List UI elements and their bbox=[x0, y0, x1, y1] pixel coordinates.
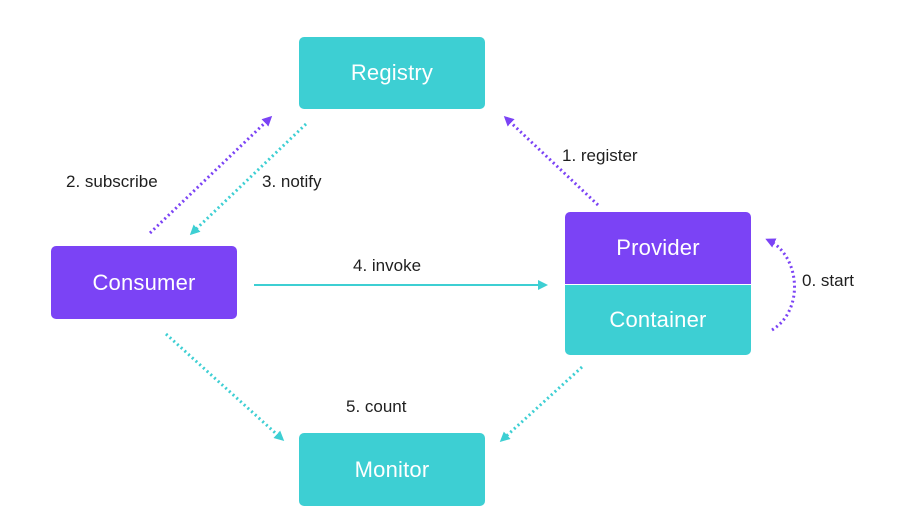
container-label: Container bbox=[609, 307, 707, 332]
start-arrow bbox=[765, 238, 796, 332]
monitor-node: Monitor bbox=[299, 433, 485, 506]
notify-arrow bbox=[189, 122, 308, 236]
register-edge-label: 1. register bbox=[562, 146, 638, 165]
start-edge-label: 0. start bbox=[802, 271, 854, 290]
provider-count-arrow bbox=[499, 365, 584, 443]
invoke-edge-label: 4. invoke bbox=[353, 256, 422, 275]
count-edge-label: 5. count bbox=[346, 397, 407, 416]
notify-edge-label: 3. notify bbox=[262, 172, 322, 191]
provider-node: Provider bbox=[565, 212, 751, 284]
container-node: Container bbox=[565, 285, 751, 355]
provider-label: Provider bbox=[616, 235, 700, 260]
subscribe-edge-label: 2. subscribe bbox=[66, 172, 158, 191]
subscribe-arrow bbox=[148, 115, 273, 235]
registry-label: Registry bbox=[350, 60, 434, 85]
monitor-label: Monitor bbox=[354, 456, 430, 482]
registry-node: Registry bbox=[299, 37, 485, 109]
consumer-label: Consumer bbox=[92, 269, 196, 295]
consumer-node: Consumer bbox=[51, 246, 237, 319]
register-arrow bbox=[503, 115, 600, 207]
consumer-count-arrow bbox=[164, 332, 285, 442]
